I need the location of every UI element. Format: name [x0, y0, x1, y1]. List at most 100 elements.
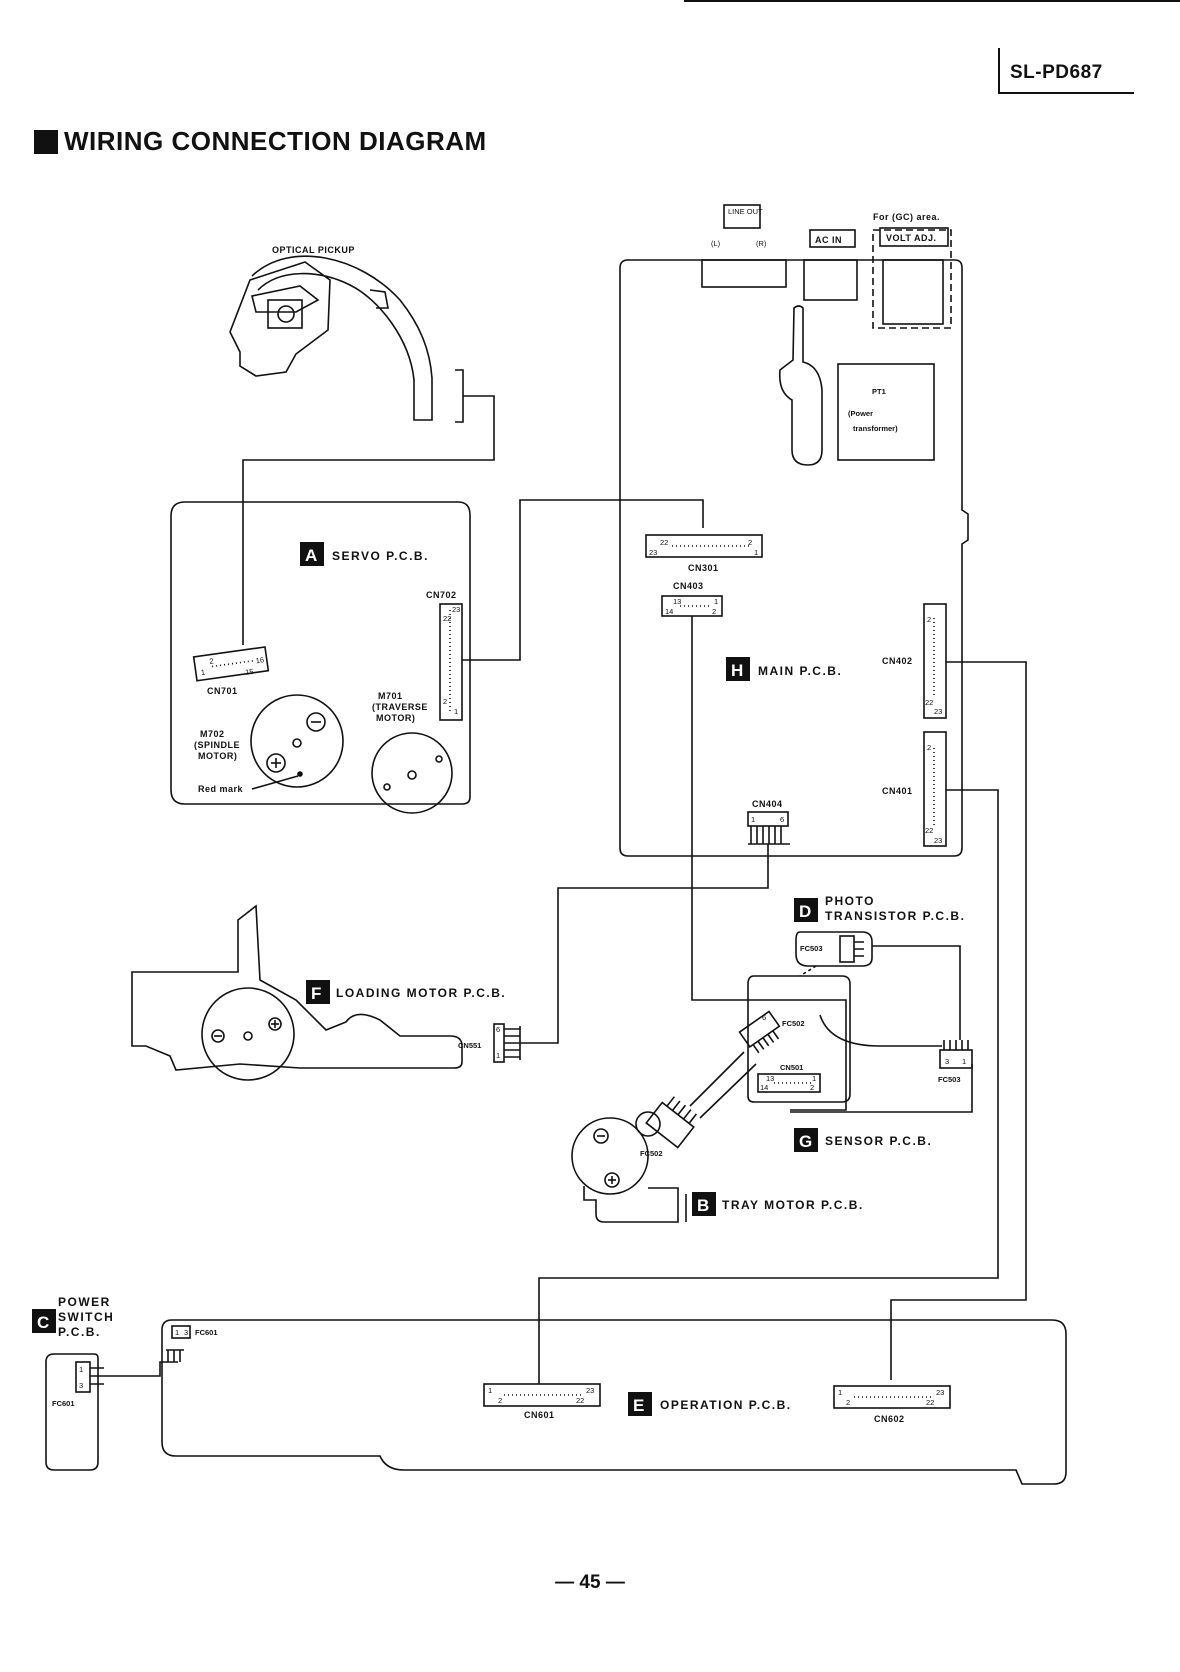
title-text: WIRING CONNECTION DIAGRAM: [64, 126, 487, 156]
line-out-r: (R): [756, 239, 767, 248]
volt-adj-box: [879, 227, 949, 247]
fc503a-leads: [854, 941, 864, 957]
cn401-pin-2: 2: [927, 743, 931, 752]
wire-fc503a-fc503b: [872, 945, 961, 1040]
photo-pcb-name-1: PHOTO: [825, 894, 875, 908]
tray-motor: [571, 1117, 649, 1195]
loading-pcb-outline: [131, 904, 463, 1071]
cn404-pin-6: 6: [780, 815, 784, 824]
cn501-pin-2: 2: [810, 1083, 814, 1092]
cn602-label: CN602: [874, 1414, 905, 1424]
cn401-connector: [923, 731, 947, 847]
power-pcb-outline: [45, 1353, 99, 1471]
cn403-pin-2: 2: [712, 607, 716, 616]
main-pcb-name: MAIN P.C.B.: [758, 664, 842, 678]
wire-sensor-fc503b: [819, 1014, 942, 1047]
operation-pcb: 1 3 FC601 1 2 23 22 CN601 E OPERATION P.…: [161, 1319, 1067, 1485]
fc502-label: FC502: [782, 1019, 805, 1028]
wire-cn404-cn551: [520, 844, 769, 1044]
loading-pcb-letter-box: [306, 980, 330, 1004]
cn403-label: CN403: [673, 581, 704, 591]
tray-pcb-name: TRAY MOTOR P.C.B.: [722, 1198, 864, 1212]
sensor-pcb-letter-box: [794, 1128, 818, 1152]
m702-label: M702: [200, 729, 225, 739]
operation-pcb-name: OPERATION P.C.B.: [660, 1398, 792, 1412]
cn701-pin-15: 15: [245, 667, 255, 677]
cn301-pin-23: 23: [649, 548, 657, 557]
pt1-label: PT1: [872, 387, 886, 396]
photo-pcb-letter-box: [794, 898, 818, 922]
cn702-pin-22: 22: [443, 614, 451, 623]
servo-pcb-outline: [170, 501, 471, 805]
cn601-label: CN601: [524, 1410, 555, 1420]
photo-pcb-mount: [799, 965, 817, 977]
ac-in-label: AC IN: [815, 235, 842, 245]
cn602-pin-23: 23: [936, 1388, 944, 1397]
model-number: SL-PD687: [1010, 62, 1103, 83]
fc503b-body: [939, 1049, 973, 1069]
cn401-pin-23: 23: [934, 836, 942, 845]
cn501-pin-1: 1: [812, 1074, 816, 1083]
fc601a-pin-3: 3: [79, 1381, 83, 1390]
wire-cn702-cn301: [462, 499, 704, 661]
m702-desc-1: (SPINDLE: [194, 740, 240, 750]
cn501-pin-14: 14: [760, 1083, 768, 1092]
photo-pcb-letter: D: [799, 902, 811, 921]
fc601b-label: FC601: [195, 1328, 218, 1337]
cn404-pin-1: 1: [751, 815, 755, 824]
sensor-pcb-name: SENSOR P.C.B.: [825, 1134, 932, 1148]
model-rule-horizontal: [998, 92, 1134, 94]
fc601a-leads: [90, 1367, 104, 1385]
photo-pcb-name-2: TRANSISTOR P.C.B.: [825, 909, 965, 923]
tray-motor-plus: [604, 1172, 620, 1188]
cn301-pin-2: 2: [748, 538, 752, 547]
cn702-pin-1: 1: [454, 707, 458, 716]
m702-minus-terminal: [306, 712, 326, 732]
cn601-pin-23: 23: [586, 1386, 594, 1395]
cn402-pin-22: 22: [925, 698, 933, 707]
wire-fc601a-fc601b: [104, 1361, 178, 1377]
power-pcb-name-1: POWER: [58, 1295, 111, 1309]
fc502-connector: [738, 1010, 781, 1054]
model-rule-vertical: [998, 48, 1000, 94]
line-out-l: (L): [711, 239, 721, 248]
fc503b-connector: 3 1 FC503: [938, 1040, 973, 1084]
pickup-lens: [277, 305, 295, 323]
photo-pcb-outline: [795, 931, 873, 967]
m701-desc-1: (TRAVERSE: [372, 702, 428, 712]
loading-motor-minus: [211, 1029, 225, 1043]
m701-mount-3: [383, 783, 391, 791]
cn402-pin-2: 2: [927, 615, 931, 624]
m701-desc-2: MOTOR): [376, 713, 415, 723]
m701-mount-1: [407, 770, 417, 780]
volt-adj-label: VOLT ADJ.: [886, 233, 937, 243]
fc503b-label: FC503: [938, 1075, 961, 1084]
main-pcb-letter: H: [731, 661, 743, 680]
m701-mount-2: [435, 755, 443, 763]
red-mark-dot: [297, 771, 303, 777]
cn701-connector: 2 1 16 15: [192, 646, 270, 682]
cn501-label: CN501: [780, 1063, 803, 1072]
loading-pcb-letter: F: [311, 984, 321, 1003]
cn551-pin-1: 1: [496, 1051, 500, 1060]
fc601b-connector: [171, 1325, 191, 1339]
cn701-label: CN701: [207, 686, 238, 696]
m702-motor: [250, 694, 344, 788]
pickup-clip: [369, 289, 389, 309]
main-pcb: LINE OUT (L) (R) AC IN For (GC) area. VO…: [619, 204, 969, 857]
optical-pickup-label: OPTICAL PICKUP: [272, 245, 355, 255]
loading-motor: [201, 987, 295, 1081]
fuse-holder: [778, 305, 823, 466]
tray-motor-pcb: FC502 B TRAY MOTOR P.C.B.: [571, 1051, 864, 1223]
red-mark-leader: [251, 775, 299, 790]
m702-plus-terminal: [266, 753, 286, 773]
wire-cn402-cn602: [890, 661, 1027, 1380]
cn602-pin-1: 1: [838, 1388, 842, 1397]
cn301-connector: [645, 534, 763, 558]
wire-pickup-cn701: [242, 395, 495, 645]
cn401-label: CN401: [882, 786, 913, 796]
cn601-connector: [483, 1383, 601, 1407]
volt-adj-switch: [882, 259, 944, 325]
m701-motor: [371, 732, 453, 814]
gc-area-label: For (GC) area.: [873, 212, 940, 222]
